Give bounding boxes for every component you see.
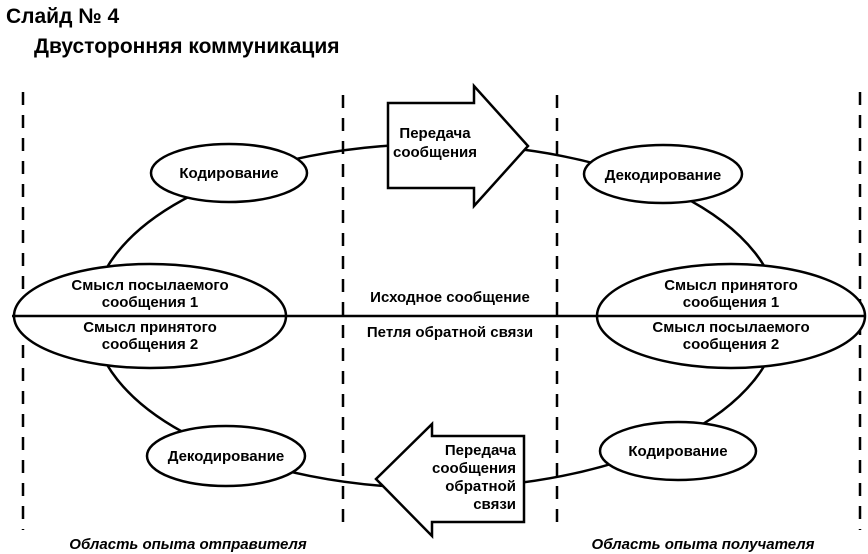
decoding-right-label: Декодирование	[605, 167, 722, 184]
left-meaning-sent-line-2: сообщения 1	[102, 294, 198, 311]
bottom-arrow-line-2: сообщения	[432, 460, 516, 477]
feedback-transmission-arrow: Передача сообщения обратной связи	[374, 421, 526, 540]
sender-region-label: Область опыта отправителя	[69, 536, 307, 553]
right-meaning-sent-line-1: Смысл посылаемого	[652, 319, 809, 336]
encoding-left-label: Кодирование	[179, 165, 278, 182]
top-arrow-line-1: Передача	[399, 125, 471, 142]
encoding-right-label: Кодирование	[628, 443, 727, 460]
original-message-label: Исходное сообщение	[370, 289, 530, 306]
message-transmission-arrow: Передача сообщения	[386, 82, 530, 210]
left-meaning-received-line-2: сообщения 2	[102, 336, 198, 353]
decoding-node-right: Декодирование	[582, 143, 744, 205]
slide-subtitle: Двусторонняя коммуникация	[34, 35, 340, 58]
right-meaning-sent-line-2: сообщения 2	[683, 336, 779, 353]
bottom-arrow-line-4: связи	[473, 496, 516, 513]
top-arrow-line-2: сообщения	[393, 144, 477, 161]
feedback-loop-label: Петля обратной связи	[367, 324, 533, 341]
sender-meaning-ellipse: Смысл посылаемого сообщения 1 Смысл прин…	[12, 262, 288, 370]
bottom-arrow-line-3: обратной	[445, 478, 516, 495]
bottom-arrow-line-1: Передача	[445, 442, 517, 459]
receiver-meaning-ellipse: Смысл принятого сообщения 1 Смысл посыла…	[595, 262, 867, 370]
right-meaning-received-line-1: Смысл принятого	[664, 277, 798, 294]
encoding-node-left: Кодирование	[149, 142, 309, 204]
decoding-node-left: Декодирование	[145, 424, 307, 488]
right-meaning-received-line-2: сообщения 1	[683, 294, 779, 311]
slide-title: Слайд № 4	[6, 5, 120, 28]
left-meaning-received-line-1: Смысл принятого	[83, 319, 217, 336]
encoding-node-right: Кодирование	[598, 420, 758, 482]
left-meaning-sent-line-1: Смысл посылаемого	[71, 277, 228, 294]
receiver-region-label: Область опыта получателя	[592, 536, 815, 553]
decoding-left-label: Декодирование	[168, 448, 285, 465]
